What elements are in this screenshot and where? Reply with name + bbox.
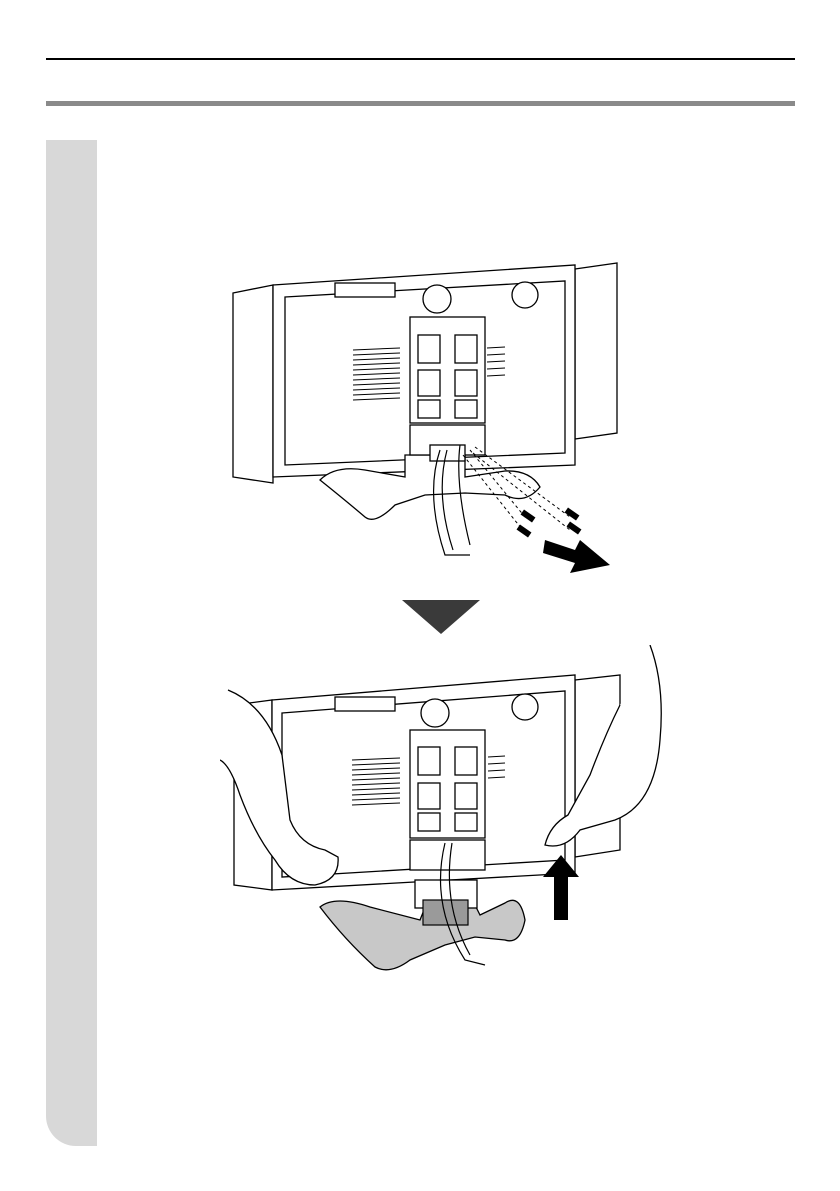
chapter-side-tab [46,140,97,1146]
direction-arrow [543,540,610,573]
tv-rear-illustration-bottom [220,645,670,985]
header-rule [46,58,795,60]
next-step-triangle-icon [402,600,480,639]
tv-rear-illustration-top [225,255,625,585]
figure-lift-display [220,645,670,985]
figure-remove-screws [225,255,625,585]
section-rule [46,101,795,106]
